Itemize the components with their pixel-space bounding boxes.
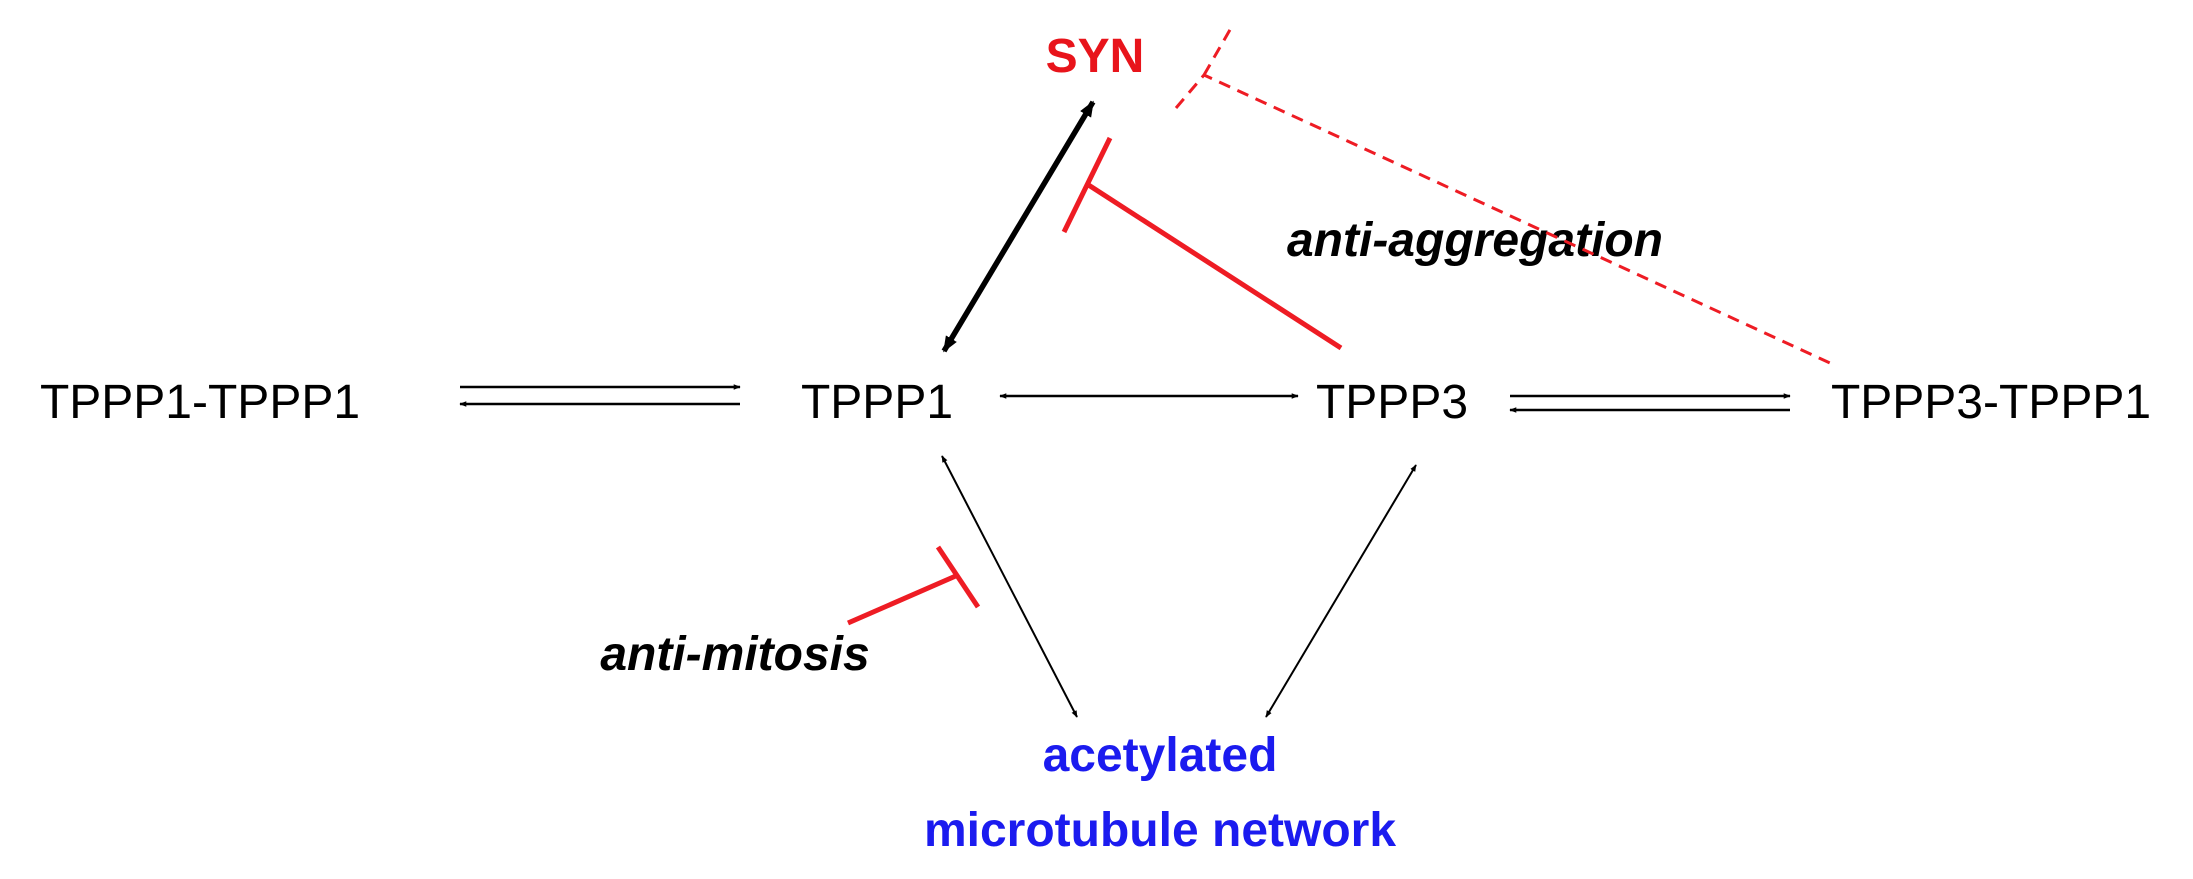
interaction-arrow-tppp3-microtubule	[1265, 464, 1417, 718]
inhibition-bar-anti-aggregation	[1061, 136, 1113, 234]
node-tppp3: TPPP3	[1316, 376, 1468, 429]
node-tppp1: TPPP1	[801, 376, 953, 429]
interaction-arrow-tppp1-syn	[941, 100, 1096, 353]
node-syn: SYN	[1046, 30, 1145, 83]
node-microtubule-line1: acetylated	[1043, 729, 1278, 782]
interaction-arrow-tppp1-microtubule	[941, 455, 1078, 718]
label-anti-mitosis: anti-mitosis	[600, 628, 869, 681]
node-microtubule-line2: microtubule network	[924, 804, 1396, 857]
inhibition-line-anti-aggregation	[1085, 181, 1343, 351]
node-tppp1-tppp1: TPPP1-TPPP1	[40, 376, 360, 429]
inhibition-bar-anti-mitosis	[935, 545, 981, 609]
label-anti-aggregation: anti-aggregation	[1287, 214, 1663, 267]
dashed-link-syn-tppp3-tppp1	[1174, 27, 1831, 365]
node-tppp3-tppp1: TPPP3-TPPP1	[1831, 376, 2151, 429]
inhibition-line-anti-mitosis	[847, 572, 959, 626]
